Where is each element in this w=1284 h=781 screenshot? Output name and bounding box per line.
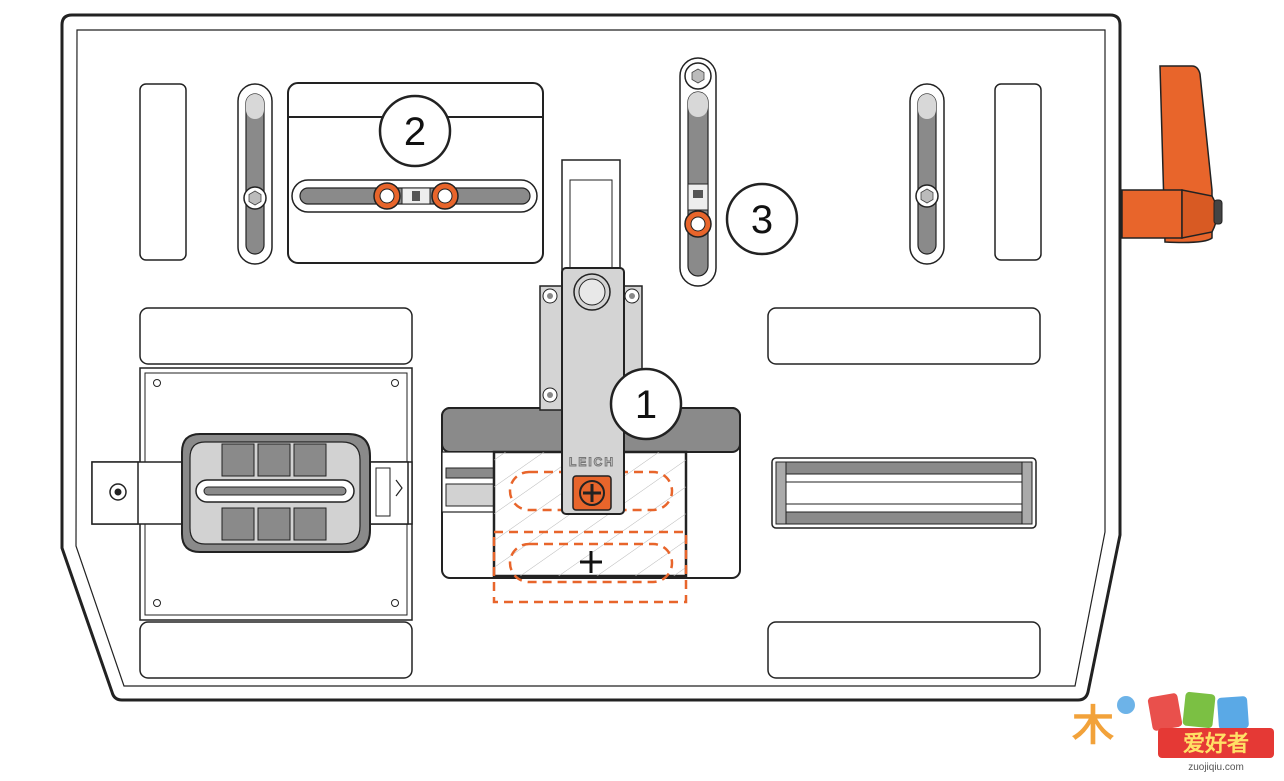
pad-right-top (767, 307, 1041, 365)
watermark-text: 爱好者 (1183, 731, 1249, 756)
cross-screw-icon[interactable] (579, 480, 605, 506)
watermark-char: 木 (1072, 702, 1114, 749)
horizontal-adjuster[interactable] (287, 82, 544, 264)
plus-icon (580, 551, 602, 573)
site-watermark: 木 爱好者 zuojiqiu.com (1072, 691, 1274, 773)
vertical-slider[interactable] (679, 57, 717, 287)
callout-1-label: 1 (635, 383, 657, 427)
locking-lever[interactable] (1121, 65, 1223, 244)
side-clamp[interactable] (91, 367, 413, 621)
callout-3: 3 (725, 182, 799, 256)
pad-left-bottom (139, 621, 413, 679)
clamp-brand-label: LEICH (569, 455, 615, 469)
slot-top-left (139, 83, 187, 261)
vertical-adjuster-left[interactable] (237, 83, 273, 265)
center-clamp-arm[interactable]: LEICH (539, 159, 643, 515)
pad-left-top (139, 307, 413, 365)
watermark-url: zuojiqiu.com (1188, 762, 1244, 773)
pad-right-bottom (767, 621, 1041, 679)
slot-top-right (994, 83, 1042, 261)
callout-2: 2 (378, 94, 452, 168)
callout-1: 1 (609, 367, 683, 441)
callout-2-label: 2 (404, 110, 426, 154)
callout-3-label: 3 (751, 198, 773, 242)
guide-rail (771, 457, 1037, 529)
vertical-adjuster-right[interactable] (909, 83, 945, 265)
